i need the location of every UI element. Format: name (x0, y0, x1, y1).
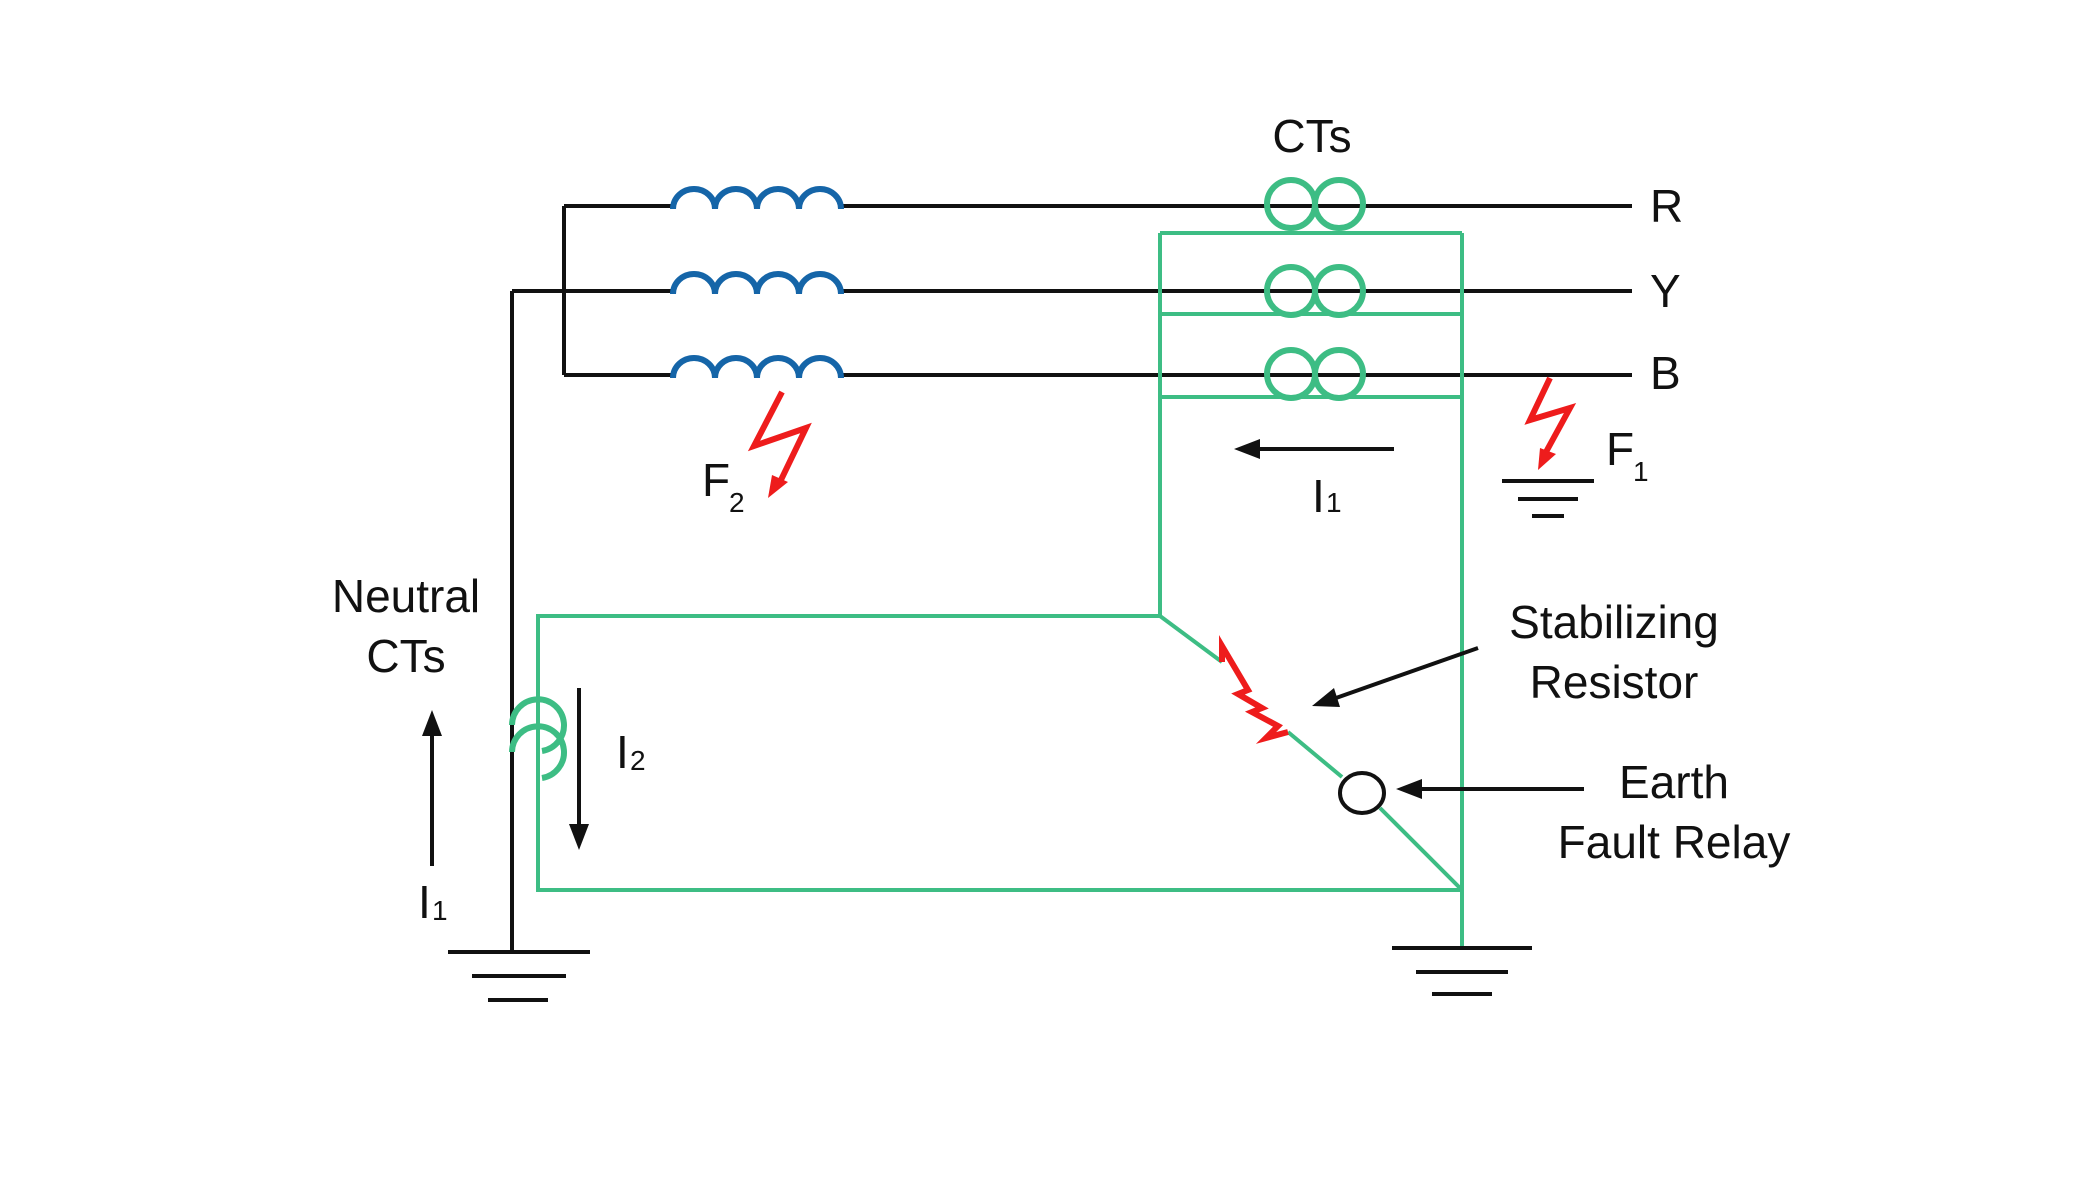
current-i2-label: I (616, 726, 629, 778)
fault-lightning-icon (747, 390, 812, 484)
fault-f2-label: F (702, 454, 730, 506)
current-i1-left-label: I (418, 876, 431, 928)
branch-resistor-to-relay (1286, 730, 1344, 779)
winding-coil-icon (670, 355, 844, 379)
fault-f2-subscript: 2 (729, 487, 745, 518)
stabilizing-resistor-label-line1: Stabilizing (1509, 596, 1719, 648)
branch-relay-to-bus (1378, 806, 1464, 892)
arrow-to-relay (1396, 779, 1584, 799)
arrow-i1-top (1234, 439, 1394, 459)
earth-fault-relay-label-line1: Earth (1619, 756, 1729, 808)
ground-symbol-icon (1502, 479, 1594, 518)
fault-f1 (1524, 376, 1577, 470)
current-transformer-icon (509, 696, 567, 781)
current-i2-subscript: 2 (630, 745, 646, 776)
current-transformer-icon (1264, 177, 1367, 231)
winding-coil-icon (670, 186, 844, 210)
current-transformer-icon (1264, 347, 1367, 401)
earth-fault-relay-label-line2: Fault Relay (1558, 816, 1791, 868)
phase-b-label: B (1650, 347, 1681, 399)
cts-label: CTs (1272, 110, 1351, 162)
ground-symbol-icon (448, 950, 590, 1002)
branch-to-resistor (1158, 614, 1224, 664)
current-transformer-icon (1264, 264, 1367, 318)
neutral-cts-label-line2: CTs (366, 630, 445, 682)
fault-f1-subscript: 1 (1633, 456, 1649, 487)
winding-coil-icon (670, 271, 844, 295)
line-cts (1264, 177, 1367, 401)
relay-circle-icon (1338, 771, 1386, 815)
fault-f1-label: F (1606, 423, 1634, 475)
neutral-ct-loop (536, 614, 1462, 892)
ground-symbol-icon (1392, 946, 1532, 996)
current-i1-top-subscript: 1 (1326, 487, 1342, 518)
resistor-zigzag-icon (1219, 635, 1289, 744)
arrow-to-resistor (1312, 646, 1479, 707)
current-i1-left-subscript: 1 (432, 895, 448, 926)
stabilizing-resistor-label-line2: Resistor (1530, 656, 1699, 708)
arrow-i2 (569, 688, 589, 850)
ct-secondary-circuit (536, 231, 1464, 948)
phase-r-label: R (1650, 180, 1683, 232)
neutral-cts-label-line1: Neutral (332, 570, 480, 622)
fault-lightning-icon (1524, 376, 1577, 454)
generator-windings (670, 186, 844, 379)
ground-symbols (448, 479, 1594, 1002)
neutral-ct (509, 696, 567, 781)
current-i1-top-label: I (1312, 470, 1325, 522)
phase-y-label: Y (1650, 265, 1681, 317)
phase-conductors (510, 204, 1632, 952)
current-arrows (422, 439, 1584, 866)
arrow-i1-left (422, 710, 442, 866)
fault-f2 (747, 390, 812, 498)
